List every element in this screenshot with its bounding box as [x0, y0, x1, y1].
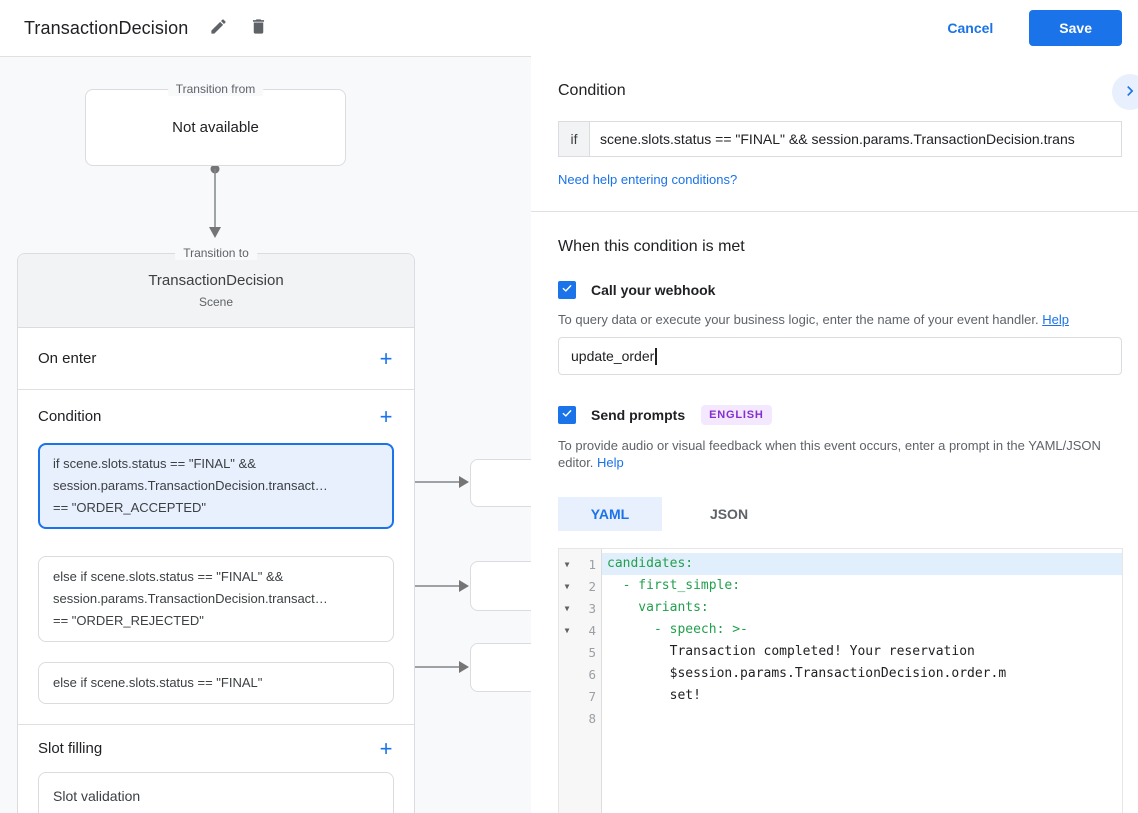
code-line: $session.params.TransactionDecision.orde…: [607, 666, 1007, 681]
condition-expression-row: if scene.slots.status == "FINAL" && sess…: [558, 121, 1122, 157]
on-enter-label: On enter: [38, 350, 97, 367]
line-number: 5: [588, 644, 596, 660]
transition-target-box-3[interactable]: [470, 643, 531, 692]
line-number: 3: [588, 600, 596, 616]
language-badge: ENGLISH: [701, 405, 772, 425]
webhook-description: To query data or execute your business l…: [558, 311, 1118, 328]
text-cursor: [655, 347, 657, 365]
condition-detail-panel: Condition if scene.slots.status == "FINA…: [531, 56, 1138, 813]
scene-card: Transition to TransactionDecision Scene …: [17, 246, 415, 813]
slot-filling-label: Slot filling: [38, 740, 103, 757]
add-condition-button[interactable]: +: [372, 403, 400, 431]
editor-format-tabs: YAML JSON: [558, 497, 1122, 531]
scene-card-header: TransactionDecision Scene: [18, 254, 414, 328]
condition-editor-section: Condition if scene.slots.status == "FINA…: [531, 56, 1138, 212]
condition-line: == "ORDER_REJECTED": [53, 613, 204, 628]
prompts-checkbox[interactable]: [558, 406, 576, 424]
condition-help-link[interactable]: Need help entering conditions?: [558, 172, 738, 187]
code-line: [602, 707, 1122, 729]
fold-arrow-icon[interactable]: ▼: [564, 559, 570, 569]
line-number: 4: [588, 622, 596, 638]
checkmark-icon: [560, 281, 574, 300]
code-line: set!: [607, 688, 701, 703]
slot-filling-section: Slot filling +: [18, 724, 414, 772]
line-number: 7: [588, 688, 596, 704]
condition-line: session.params.TransactionDecision.trans…: [53, 591, 328, 606]
condition-card-rejected[interactable]: else if scene.slots.status == "FINAL" &&…: [38, 556, 394, 642]
condition-section: Condition +: [18, 390, 414, 443]
transition-from-legend: Transition from: [167, 82, 264, 96]
webhook-help-link[interactable]: Help: [1042, 312, 1069, 327]
condition-card-list: if scene.slots.status == "FINAL" && sess…: [18, 443, 414, 704]
webhook-checkbox-row: Call your webhook: [558, 281, 1122, 299]
cancel-button[interactable]: Cancel: [931, 12, 1009, 44]
code-line: - speech: >-: [607, 622, 748, 637]
if-prefix-label: if: [558, 121, 589, 157]
prompts-description: To provide audio or visual feedback when…: [558, 437, 1118, 471]
line-number: 2: [588, 578, 596, 594]
fold-arrow-icon[interactable]: ▼: [564, 625, 570, 635]
trash-icon: [249, 17, 268, 39]
condition-line: else if scene.slots.status == "FINAL": [53, 675, 263, 690]
line-number: 1: [588, 556, 596, 572]
prompts-checkbox-row: Send prompts ENGLISH: [558, 405, 1122, 425]
condition-line: == "ORDER_ACCEPTED": [53, 500, 206, 515]
fold-arrow-icon[interactable]: ▼: [564, 603, 570, 613]
pencil-icon: [209, 17, 228, 39]
edit-title-button[interactable]: [198, 8, 238, 48]
scene-name: TransactionDecision: [148, 272, 284, 289]
editor-gutter: ▼ 1 ▼ 2 ▼ 3 ▼ 4 5 6 7 8: [559, 549, 602, 813]
checkmark-icon: [560, 406, 574, 425]
webhook-checkbox-label[interactable]: Call your webhook: [591, 282, 716, 298]
code-line: Transaction completed! Your reservation: [607, 644, 975, 659]
transition-target-box-2[interactable]: [470, 561, 531, 611]
condition-card-final[interactable]: else if scene.slots.status == "FINAL": [38, 662, 394, 704]
transition-target-box-1[interactable]: [470, 459, 531, 507]
scene-flow-canvas: Transition from Not available Transition…: [0, 56, 531, 813]
prompts-help-link[interactable]: Help: [597, 455, 624, 470]
editor-code-area[interactable]: candidates: - first_simple: variants: - …: [602, 549, 1122, 813]
webhook-checkbox[interactable]: [558, 281, 576, 299]
webhook-handler-input[interactable]: update_order: [558, 337, 1122, 375]
line-number: 8: [588, 710, 596, 726]
on-enter-section: On enter +: [18, 328, 414, 390]
condition-panel-title: Condition: [558, 82, 626, 99]
save-button[interactable]: Save: [1029, 10, 1122, 46]
tab-json[interactable]: JSON: [709, 506, 749, 522]
transition-from-value: Not available: [172, 119, 259, 136]
app-bar: TransactionDecision Cancel Save: [0, 0, 1138, 56]
webhook-handler-value: update_order: [571, 348, 655, 364]
collapse-panel-button[interactable]: [1112, 74, 1138, 110]
code-line: candidates:: [602, 553, 1122, 575]
prompts-description-text: To provide audio or visual feedback when…: [558, 438, 1101, 470]
code-line: - first_simple:: [607, 578, 741, 593]
page-title: TransactionDecision: [24, 17, 189, 38]
line-number: 6: [588, 666, 596, 682]
when-met-title: When this condition is met: [558, 238, 745, 255]
transition-to-legend: Transition to: [175, 246, 257, 260]
tab-yaml[interactable]: YAML: [558, 497, 662, 531]
condition-line: session.params.TransactionDecision.trans…: [53, 478, 328, 493]
condition-line: if scene.slots.status == "FINAL" &&: [53, 456, 256, 471]
webhook-description-text: To query data or execute your business l…: [558, 312, 1039, 327]
add-on-enter-button[interactable]: +: [372, 345, 400, 373]
scene-type-label: Scene: [198, 295, 234, 309]
when-condition-met-section: When this condition is met Call your web…: [531, 212, 1138, 813]
slot-validation-card[interactable]: Slot validation: [38, 772, 394, 813]
yaml-code-editor[interactable]: ▼ 1 ▼ 2 ▼ 3 ▼ 4 5 6 7 8 candidates: - first_…: [558, 548, 1123, 813]
code-line: variants:: [607, 600, 709, 615]
condition-section-label: Condition: [38, 408, 102, 425]
add-slot-button[interactable]: +: [372, 735, 400, 763]
condition-card-accepted[interactable]: if scene.slots.status == "FINAL" && sess…: [38, 443, 394, 529]
fold-arrow-icon[interactable]: ▼: [564, 581, 570, 591]
condition-expression-input[interactable]: scene.slots.status == "FINAL" && session…: [589, 121, 1122, 157]
transition-from-box: Transition from Not available: [85, 82, 346, 166]
chevron-right-icon: [1120, 81, 1138, 104]
delete-scene-button[interactable]: [238, 8, 278, 48]
condition-line: else if scene.slots.status == "FINAL" &&: [53, 569, 284, 584]
prompts-checkbox-label[interactable]: Send prompts: [591, 407, 686, 423]
